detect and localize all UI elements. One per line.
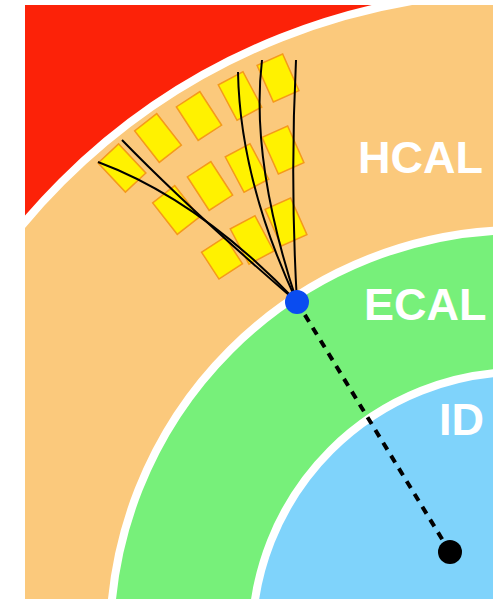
band-outline xyxy=(110,230,493,599)
band-outline xyxy=(252,372,493,599)
calorimeter-cells xyxy=(98,54,307,279)
cell xyxy=(98,144,146,192)
interaction-point xyxy=(438,540,462,564)
layer-label: HCAL xyxy=(358,135,483,180)
neutral-particle-path xyxy=(297,302,450,552)
particle-track xyxy=(293,60,297,302)
cell xyxy=(202,237,243,279)
particle-track xyxy=(122,140,297,302)
cell xyxy=(187,162,232,211)
cell xyxy=(262,126,304,174)
shower-start-point xyxy=(285,290,309,314)
band-outline xyxy=(25,5,493,599)
cell xyxy=(257,54,299,102)
layer-label: ID xyxy=(439,397,484,442)
particle-track xyxy=(260,60,297,302)
shower-tracks xyxy=(98,60,297,302)
layer-label: ECAL xyxy=(364,282,487,327)
cell xyxy=(135,114,182,163)
cell xyxy=(176,92,221,141)
